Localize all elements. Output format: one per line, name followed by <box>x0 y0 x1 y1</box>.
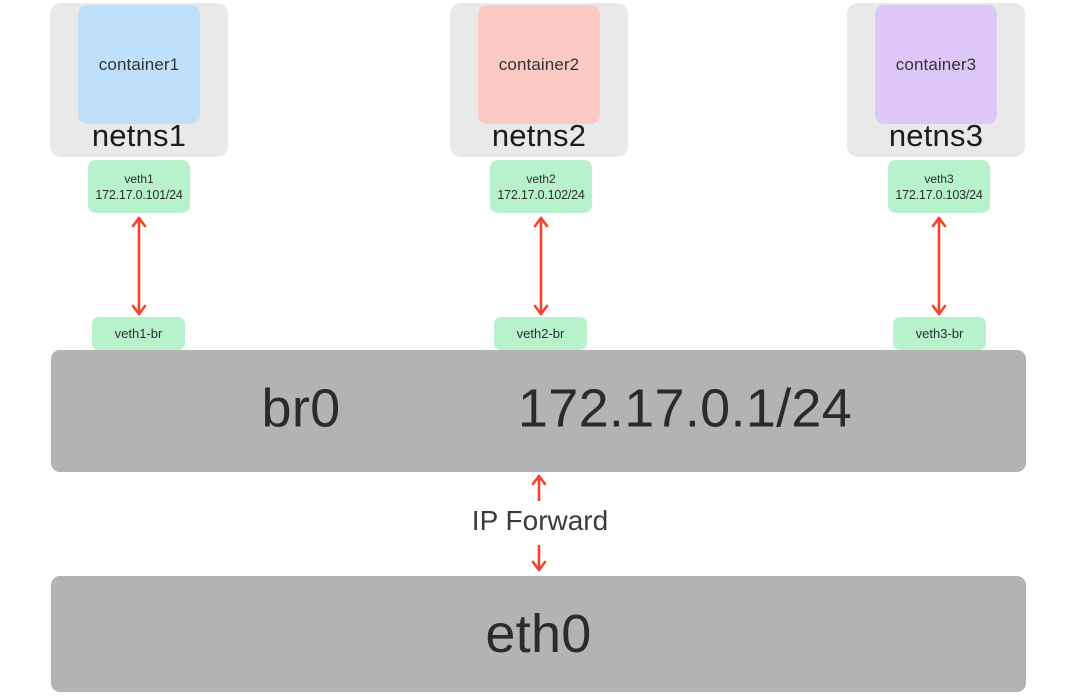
eth0-label: eth0 <box>485 604 592 664</box>
eth0-bar: eth0 <box>51 576 1026 692</box>
veth3-box: veth3 172.17.0.103/24 <box>888 160 990 213</box>
container2-label: container2 <box>498 54 580 74</box>
veth1-name: veth1 <box>124 171 154 186</box>
forward-down-arrow-icon <box>530 545 548 573</box>
forward-up-arrow-icon <box>530 473 548 501</box>
veth3-br-box: veth3-br <box>893 317 986 350</box>
netns3-box: container3 netns3 <box>847 3 1025 157</box>
netns1-box: container1 netns1 <box>50 3 228 157</box>
veth1-br-label: veth1-br <box>114 326 163 341</box>
netns2-box: container2 netns2 <box>450 3 628 157</box>
container1-label: container1 <box>98 54 180 74</box>
netns2-label: netns2 <box>491 118 587 153</box>
veth1-box: veth1 172.17.0.101/24 <box>88 160 190 213</box>
ip-forward-label: IP Forward <box>471 505 609 536</box>
veth2-br-label: veth2-br <box>516 326 565 341</box>
container3-box: container3 <box>875 5 997 124</box>
bridge-bar: br0 172.17.0.1/24 <box>51 350 1026 472</box>
veth1-ip: 172.17.0.101/24 <box>95 187 183 202</box>
veth3-name: veth3 <box>924 171 954 186</box>
container1-box: container1 <box>78 5 200 124</box>
veth1-link-arrow-icon <box>130 214 148 318</box>
container2-box: container2 <box>478 5 600 124</box>
veth3-br-label: veth3-br <box>915 326 964 341</box>
veth2-ip: 172.17.0.102/24 <box>497 187 585 202</box>
veth2-name: veth2 <box>526 171 556 186</box>
veth1-br-box: veth1-br <box>92 317 185 350</box>
veth2-link-arrow-icon <box>532 214 550 318</box>
veth2-br-box: veth2-br <box>494 317 587 350</box>
bridge-name: br0 <box>261 378 341 439</box>
netns1-label: netns1 <box>91 118 187 153</box>
veth2-box: veth2 172.17.0.102/24 <box>490 160 592 213</box>
netns3-label: netns3 <box>888 118 984 153</box>
veth3-link-arrow-icon <box>930 214 948 318</box>
bridge-ip: 172.17.0.1/24 <box>517 378 853 439</box>
veth3-ip: 172.17.0.103/24 <box>895 187 983 202</box>
container3-label: container3 <box>895 54 977 74</box>
